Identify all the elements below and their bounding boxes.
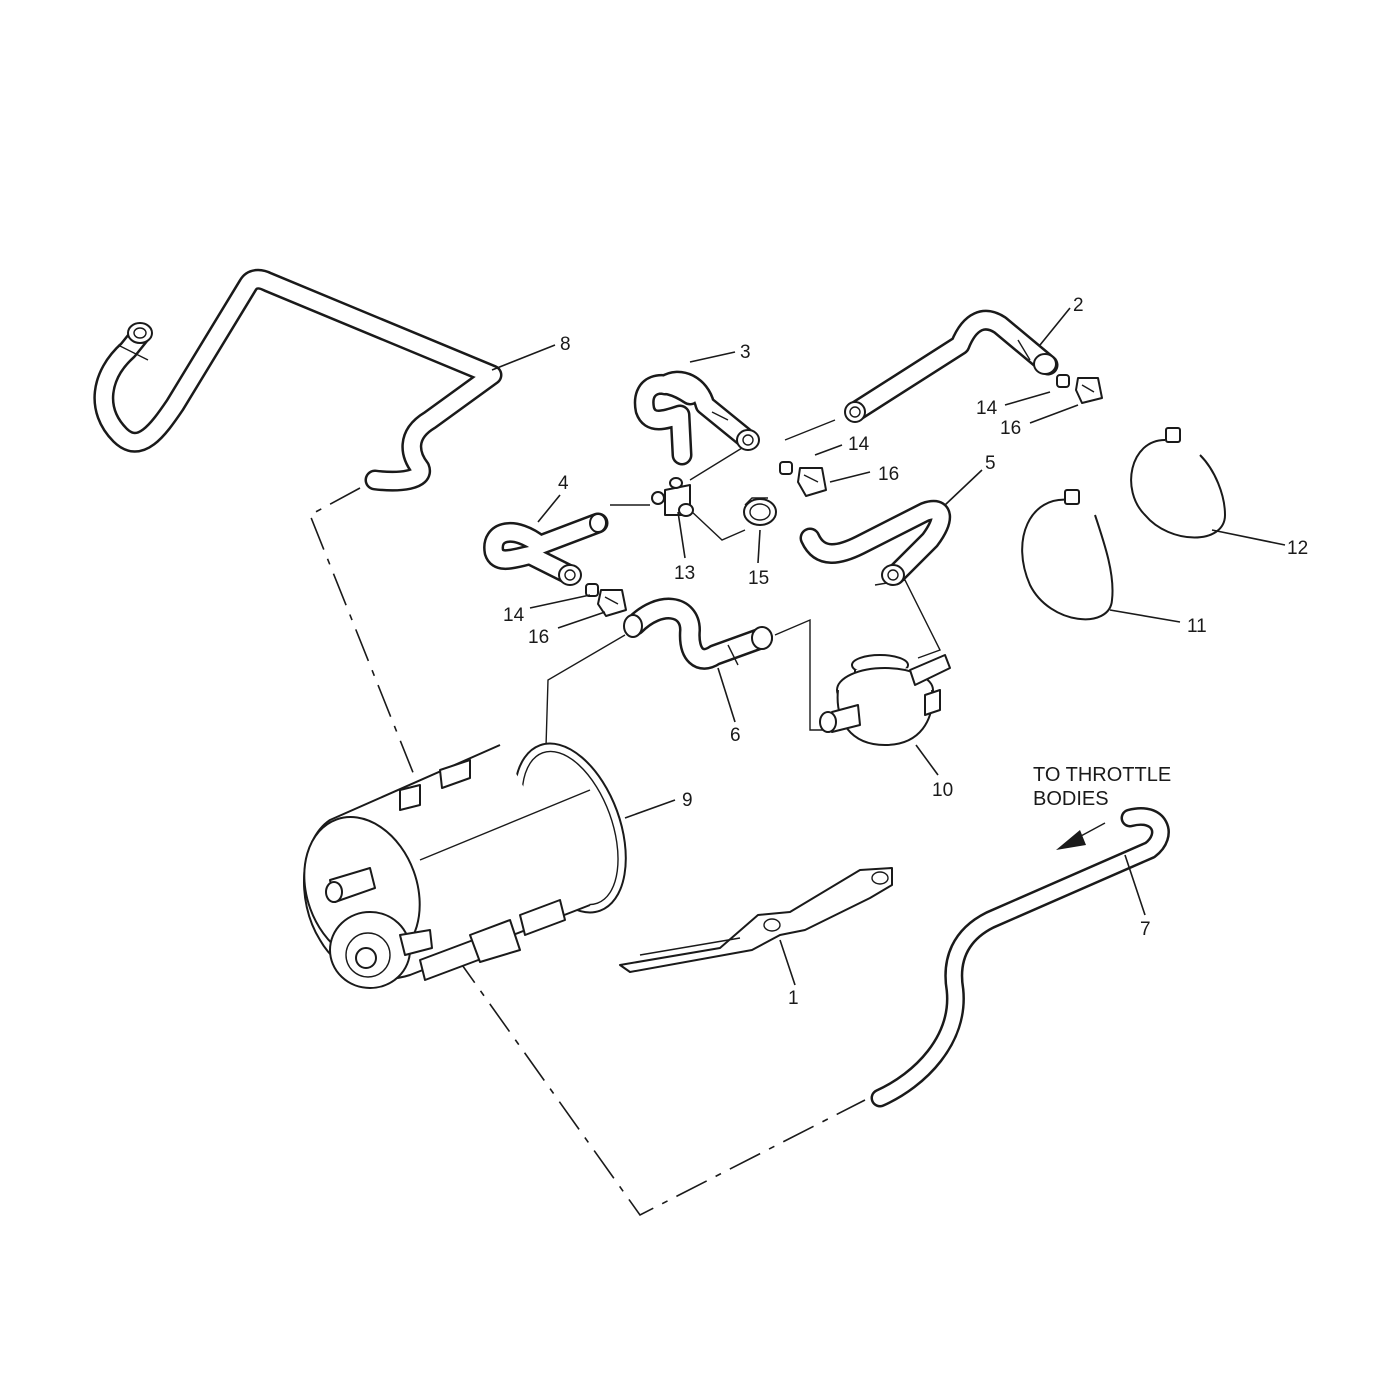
band-clamp-12 [1130, 427, 1226, 539]
callout-14-middle: 14 [848, 434, 870, 455]
clamp-14-16-upper [1056, 374, 1103, 404]
callout-11: 11 [1187, 616, 1207, 637]
band-clamp-11 [1021, 489, 1114, 621]
clamp-14-16-lower [585, 583, 627, 617]
callout-6: 6 [730, 725, 741, 746]
hose-7 [870, 807, 1170, 1108]
callout-1: 1 [788, 988, 799, 1009]
callout-16-upper: 16 [1000, 418, 1021, 439]
callout-12: 12 [1287, 538, 1308, 559]
note-line-2: BODIES [1033, 788, 1109, 810]
clamp-14-16-middle [779, 461, 827, 497]
leader-lines [491, 307, 1286, 986]
callout-2: 2 [1073, 295, 1084, 316]
callout-3: 3 [740, 342, 751, 363]
callout-8: 8 [560, 334, 571, 355]
callout-14-upper: 14 [976, 398, 998, 419]
purge-valve-10 [819, 654, 951, 746]
callout-7: 7 [1140, 919, 1151, 940]
callout-13: 13 [674, 563, 695, 584]
callout-10: 10 [932, 780, 953, 801]
t-connector-13 [651, 477, 694, 517]
hose-8 [93, 268, 503, 492]
callout-14-lower: 14 [503, 605, 525, 626]
callout-15: 15 [748, 568, 769, 589]
hose-6 [623, 597, 773, 670]
callout-5: 5 [985, 453, 996, 474]
hose-4 [483, 512, 609, 586]
callout-9: 9 [682, 790, 693, 811]
direction-arrow [1056, 822, 1106, 850]
callout-16-lower: 16 [528, 627, 549, 648]
clip-15 [743, 497, 777, 526]
hose-5 [799, 499, 952, 586]
canister-9 [303, 742, 627, 989]
bracket-1 [619, 867, 893, 973]
hose-2 [844, 309, 1059, 423]
note-line-1: TO THROTTLE [1033, 764, 1171, 786]
callout-16-middle: 16 [878, 464, 899, 485]
callout-4: 4 [558, 473, 569, 494]
throttle-bodies-note: TO THROTTLE BODIES [1033, 764, 1171, 810]
callouts: 1 2 3 4 5 6 7 8 9 10 11 12 13 14 14 14 1… [503, 295, 1308, 1009]
hose-3 [633, 370, 760, 466]
